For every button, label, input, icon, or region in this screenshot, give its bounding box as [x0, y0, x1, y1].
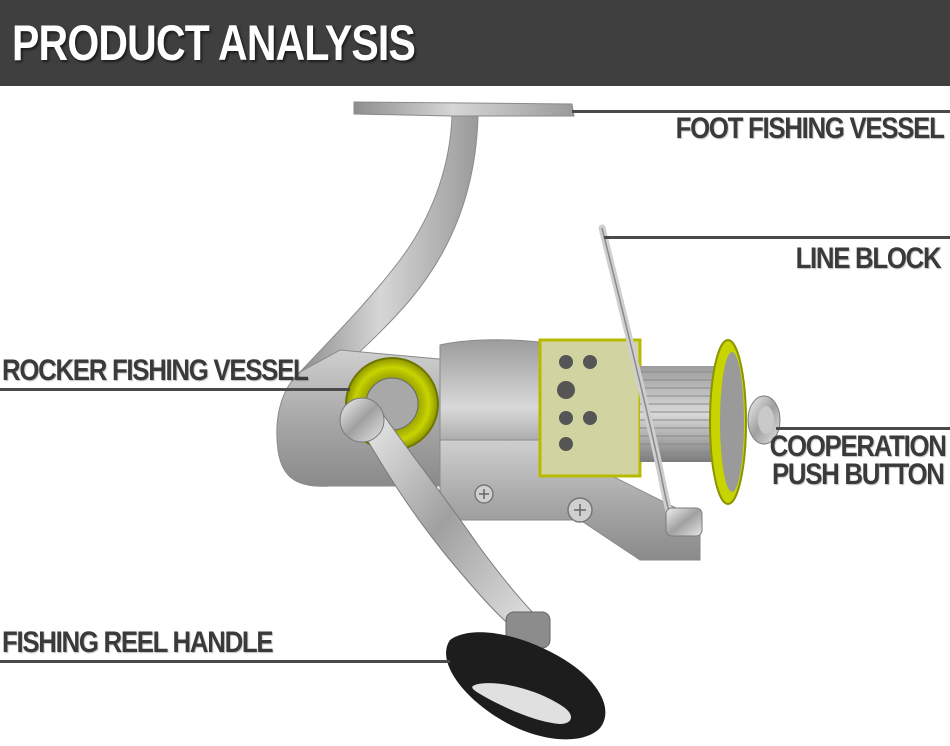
header-banner: PRODUCT ANALYSIS: [0, 0, 950, 86]
foot-fishing-vessel-shape: [299, 101, 575, 381]
spool-shape: [538, 338, 747, 505]
leader-line-rocker: [0, 388, 350, 391]
label-rocker-fishing-vessel: ROCKER FISHING VESSEL: [2, 354, 309, 387]
label-push-button: PUSH BUTTON: [772, 458, 945, 491]
leader-line-cooperation: [776, 427, 950, 430]
leader-line-foot: [572, 110, 950, 113]
label-fishing-reel-handle: FISHING REEL HANDLE: [2, 626, 274, 659]
line-block-bail-shape: [598, 224, 703, 537]
leader-line-line-block: [604, 236, 950, 239]
leader-line-handle: [0, 660, 450, 663]
page-title: PRODUCT ANALYSIS: [12, 15, 416, 71]
label-foot-fishing-vessel: FOOT FISHING VESSEL: [676, 112, 945, 145]
label-cooperation: COOPERATION: [770, 430, 947, 463]
label-line-block: LINE BLOCK: [795, 242, 941, 275]
push-button-shape: [747, 395, 781, 445]
handle-knob-shape: [446, 632, 606, 740]
